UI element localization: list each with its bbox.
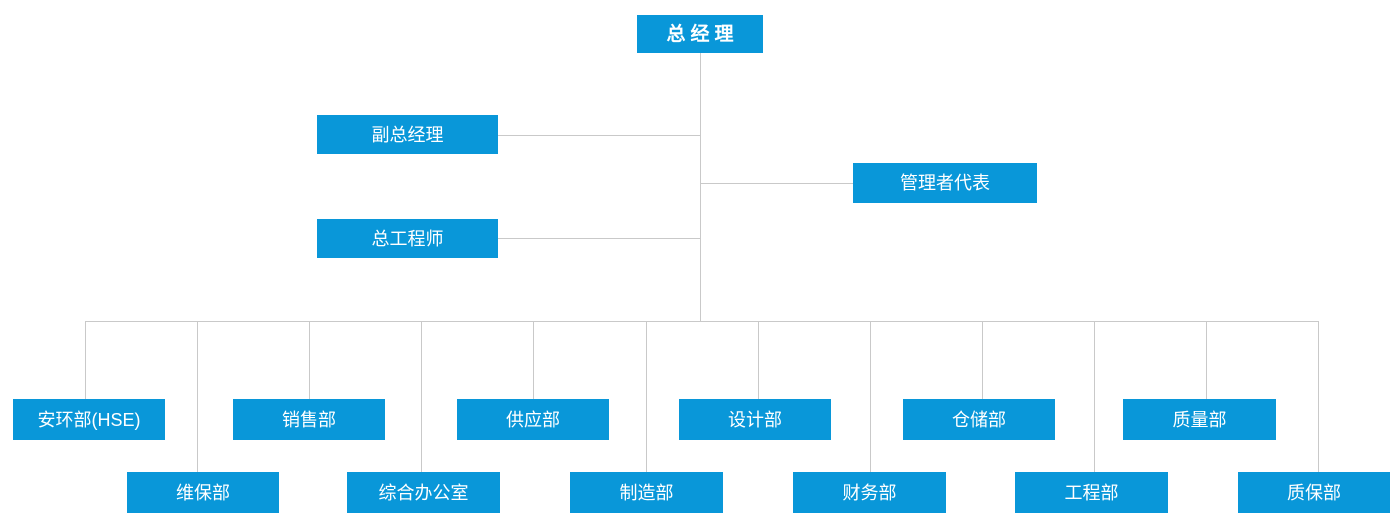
connector-drop-quality xyxy=(1206,321,1207,399)
dept-node-sales: 销售部 xyxy=(233,399,385,440)
connector-root-trunk xyxy=(700,53,701,321)
connector-drop-maintenance xyxy=(197,321,198,472)
connector-drop-warehouse xyxy=(982,321,983,399)
connector-drop-hse xyxy=(85,321,86,399)
connector-drop-design xyxy=(758,321,759,399)
connector-drop-manufacturing xyxy=(646,321,647,472)
connector-chief-engineer xyxy=(498,238,700,239)
dept-node-engineering: 工程部 xyxy=(1015,472,1168,513)
dept-node-supply: 供应部 xyxy=(457,399,609,440)
connector-drop-engineering xyxy=(1094,321,1095,472)
connector-drop-quality-assurance xyxy=(1318,321,1319,472)
connector-drop-sales xyxy=(309,321,310,399)
dept-node-manufacturing: 制造部 xyxy=(570,472,723,513)
dept-node-quality-assurance: 质保部 xyxy=(1238,472,1390,513)
org-node-deputy-general-manager: 副总经理 xyxy=(317,115,498,154)
org-node-general-manager: 总经理 xyxy=(637,15,763,53)
connector-management-rep xyxy=(700,183,853,184)
dept-node-warehouse: 仓储部 xyxy=(903,399,1055,440)
dept-node-maintenance: 维保部 xyxy=(127,472,279,513)
connector-drop-general-office xyxy=(421,321,422,472)
dept-node-hse: 安环部(HSE) xyxy=(13,399,165,440)
org-node-chief-engineer: 总工程师 xyxy=(317,219,498,258)
connector-drop-finance xyxy=(870,321,871,472)
connector-drop-supply xyxy=(533,321,534,399)
org-node-management-representative: 管理者代表 xyxy=(853,163,1037,203)
connector-departments-bus xyxy=(85,321,1319,322)
dept-node-design: 设计部 xyxy=(679,399,831,440)
dept-node-finance: 财务部 xyxy=(793,472,946,513)
connector-deputy-gm xyxy=(498,135,700,136)
dept-node-quality: 质量部 xyxy=(1123,399,1276,440)
dept-node-general-office: 综合办公室 xyxy=(347,472,500,513)
